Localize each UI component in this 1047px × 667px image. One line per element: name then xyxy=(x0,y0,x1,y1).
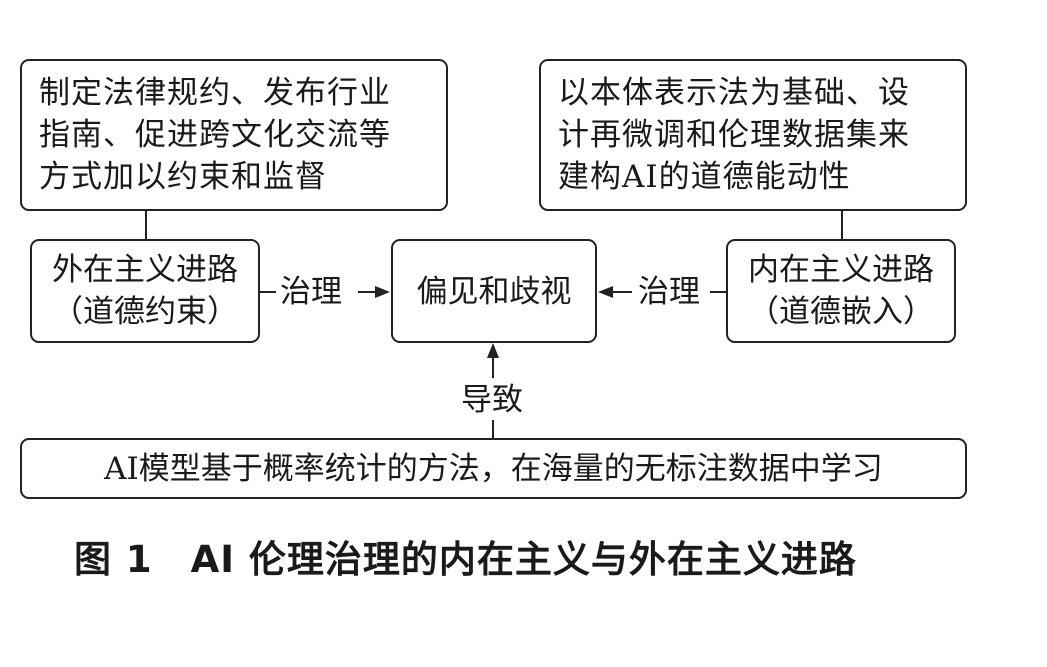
internal-measures-line-1: 以本体表示法为基础、设 xyxy=(558,75,910,111)
external-measures-box: 制定法律规约、发布行业 指南、促进跨文化交流等 方式加以约束和监督 xyxy=(20,59,448,211)
ai-model-basis-box: AI模型基于概率统计的方法，在海量的无标注数据中学习 xyxy=(20,438,967,499)
arrowhead-left-to-center xyxy=(375,286,390,298)
figure-number: 图 1 xyxy=(74,538,153,581)
edge-label-lead-to: 导致 xyxy=(461,380,523,420)
external-measures-line-1: 制定法律规约、发布行业 xyxy=(39,75,391,111)
edge-label-govern-right: 治理 xyxy=(638,272,700,312)
external-path-box: 外在主义进路 （道德约束） xyxy=(30,239,260,343)
figure-caption: 图 1 AI 伦理治理的内在主义与外在主义进路 xyxy=(74,535,857,585)
internal-path-title: 内在主义进路 xyxy=(748,252,934,288)
internal-measures-line-2: 计再微调和伦理数据集来 xyxy=(558,117,910,153)
arrowhead-right-to-center xyxy=(598,286,613,298)
external-measures-line-3: 方式加以约束和监督 xyxy=(39,159,327,195)
bias-discrimination-box: 偏见和歧视 xyxy=(391,239,597,343)
internal-path-box: 内在主义进路 （道德嵌入） xyxy=(726,239,956,343)
internal-path-subtitle: （道德嵌入） xyxy=(748,294,934,330)
internal-measures-line-3: 建构AI的道德能动性 xyxy=(558,159,851,195)
external-measures-line-2: 指南、促进跨文化交流等 xyxy=(39,117,391,153)
external-path-title: 外在主义进路 xyxy=(52,252,238,288)
arrowhead-bottom-to-center xyxy=(487,343,499,358)
bias-discrimination-label: 偏见和歧视 xyxy=(416,274,572,310)
edge-label-govern-left: 治理 xyxy=(280,272,342,312)
internal-measures-box: 以本体表示法为基础、设 计再微调和伦理数据集来 建构AI的道德能动性 xyxy=(539,59,967,211)
ai-model-basis-label: AI模型基于概率统计的方法，在海量的无标注数据中学习 xyxy=(104,451,883,487)
figure-title: AI 伦理治理的内在主义与外在主义进路 xyxy=(190,538,857,581)
external-path-subtitle: （道德约束） xyxy=(52,294,238,330)
